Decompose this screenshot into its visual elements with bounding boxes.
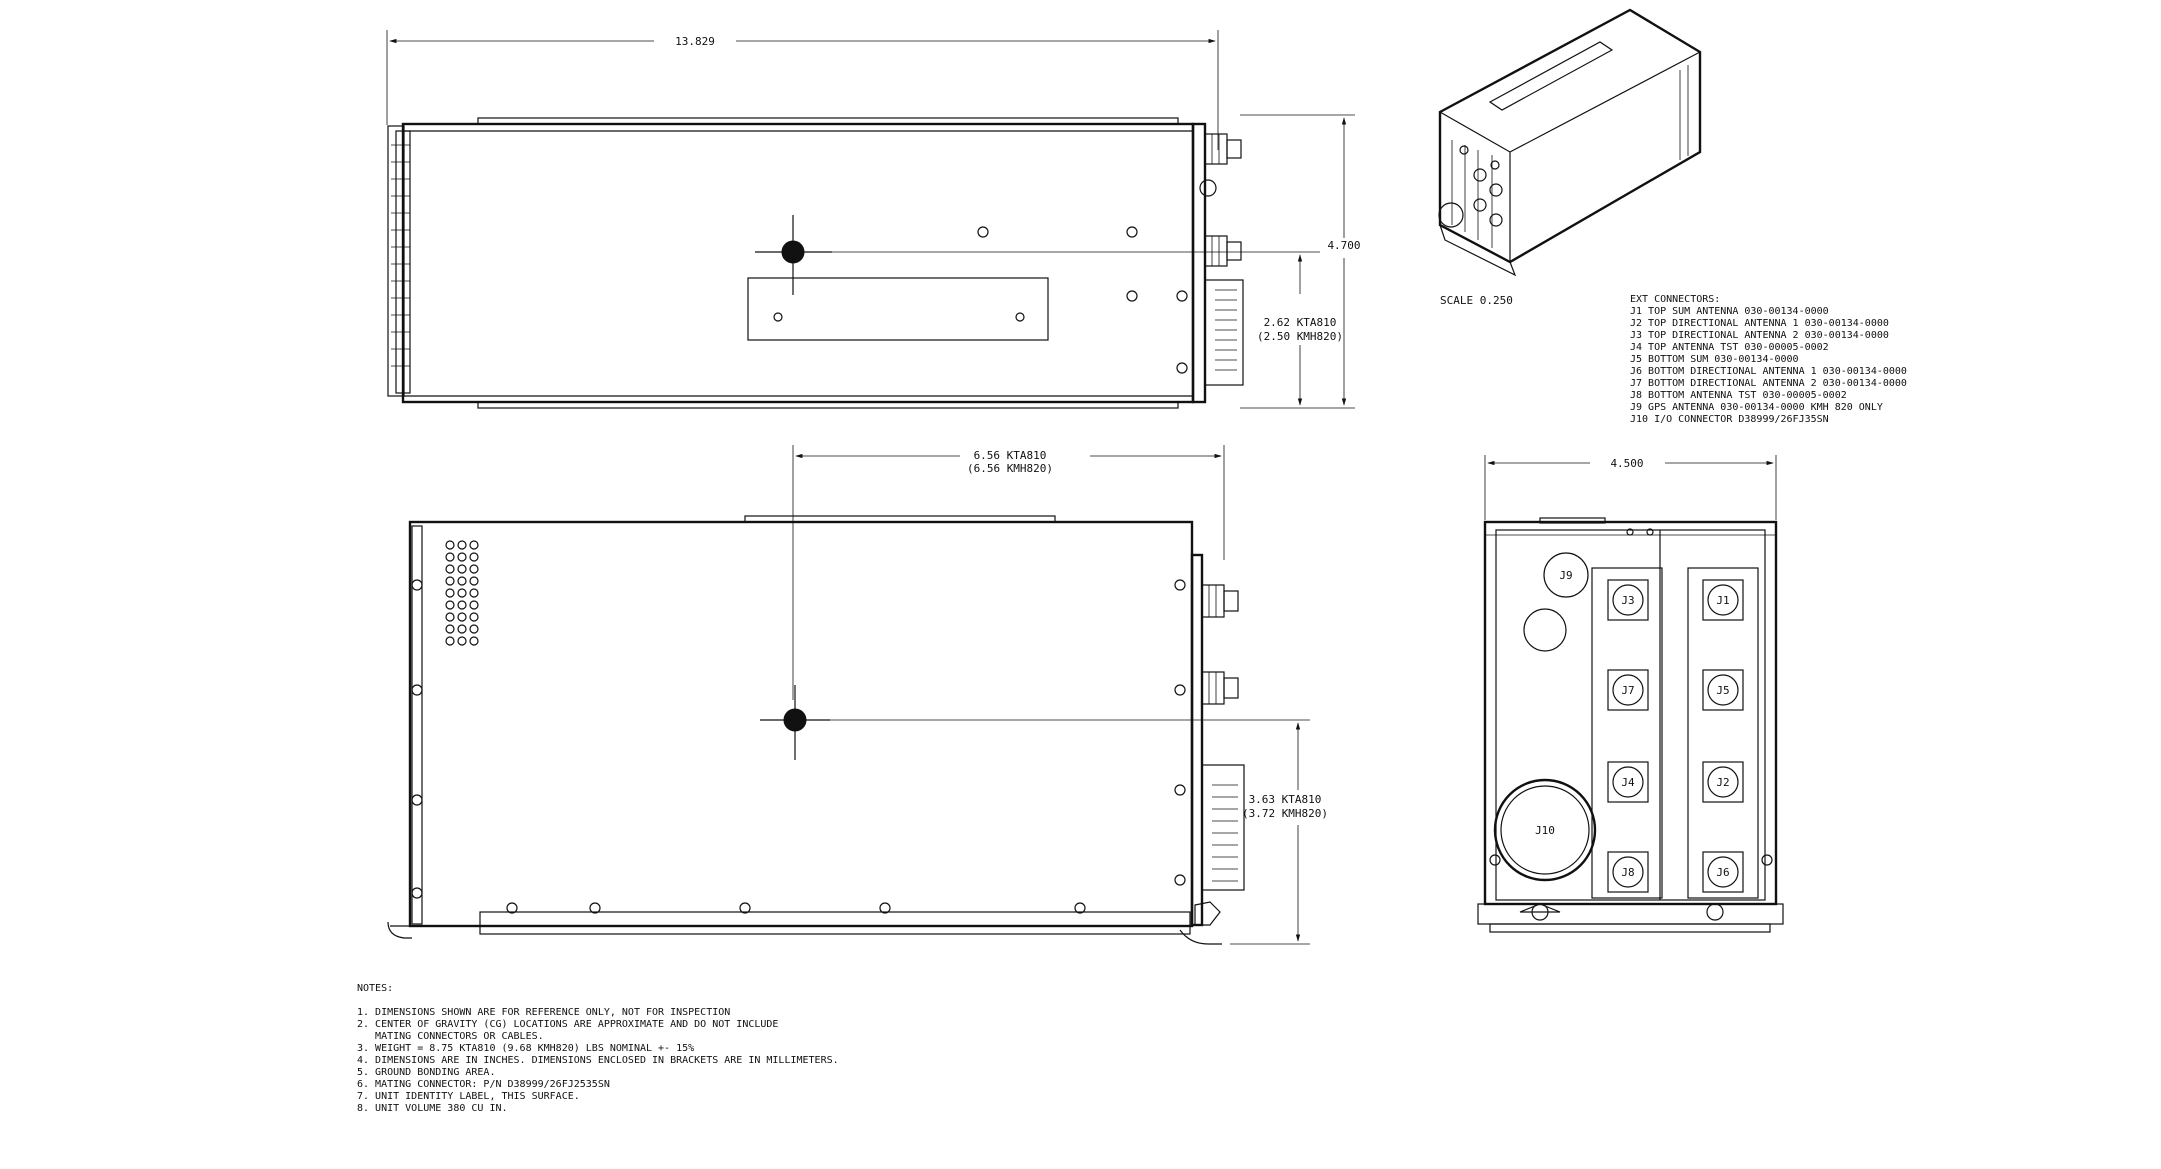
side-view-connector — [1201, 671, 1239, 705]
front-label-j7: J7 — [1621, 684, 1634, 697]
connector-item: J9 GPS ANTENNA 030-00134-0000 KMH 820 ON… — [1630, 402, 1883, 413]
notes-heading: NOTES: — [357, 983, 393, 994]
note-item: 7. UNIT IDENTITY LABEL, THIS SURFACE. — [357, 1091, 580, 1102]
cg-marker-top — [755, 215, 832, 295]
front-label-j8: J8 — [1621, 866, 1634, 879]
note-item: 1. DIMENSIONS SHOWN ARE FOR REFERENCE ON… — [357, 1007, 730, 1018]
j4-connector: J4 — [1607, 761, 1649, 803]
cg-marker-side — [760, 685, 830, 760]
j8-connector: J8 — [1607, 851, 1649, 893]
connector-item: J7 BOTTOM DIRECTIONAL ANTENNA 2 030-0013… — [1630, 378, 1907, 389]
dim-cg-side-line1: 6.56 KTA810 — [974, 449, 1047, 462]
j7-connector: J7 — [1607, 669, 1649, 711]
dim-cg-top-line1: 2.62 KTA810 — [1264, 316, 1337, 329]
side-view: 6.56 KTA810 (6.56 KMH820) — [387, 445, 1328, 945]
connector-item: J4 TOP ANTENNA TST 030-00005-0002 — [1630, 342, 1829, 353]
connector-item: J5 BOTTOM SUM 030-00134-0000 — [1630, 354, 1799, 365]
top-view-io-connector — [1204, 279, 1244, 386]
connector-item: J1 TOP SUM ANTENNA 030-00134-0000 — [1630, 306, 1829, 317]
connector-item: J8 BOTTOM ANTENNA TST 030-00005-0002 — [1630, 390, 1847, 401]
note-item: MATING CONNECTORS OR CABLES. — [357, 1031, 544, 1042]
front-label-j6: J6 — [1716, 866, 1729, 879]
front-label-j4: J4 — [1621, 776, 1635, 789]
connector-item: J3 TOP DIRECTIONAL ANTENNA 2 030-00134-0… — [1630, 330, 1889, 341]
scale-label: SCALE 0.250 — [1440, 294, 1513, 307]
side-view-connector — [1201, 584, 1239, 618]
isometric-view — [1438, 8, 1702, 277]
j1-connector: J1 — [1702, 579, 1744, 621]
j5-connector: J5 — [1702, 669, 1744, 711]
dim-front-width: 4.500 — [1610, 457, 1643, 470]
note-item: 2. CENTER OF GRAVITY (CG) LOCATIONS ARE … — [357, 1019, 778, 1030]
j9-connector — [1543, 552, 1589, 598]
dim-cg-lower-line2: (3.72 KMH820) — [1242, 807, 1328, 820]
note-item: 8. UNIT VOLUME 380 CU IN. — [357, 1103, 508, 1114]
front-view: 4.500 J9 J3 J1 — [1477, 455, 1784, 933]
connector-list-heading: EXT CONNECTORS: — [1630, 294, 1720, 305]
side-view-io-connector — [1201, 764, 1245, 891]
front-label-j2: J2 — [1716, 776, 1729, 789]
dim-cg-lower-line1: 3.63 KTA810 — [1249, 793, 1322, 806]
j10-connector: J10 — [1493, 778, 1597, 882]
front-label-j10: J10 — [1535, 824, 1555, 837]
note-item: 3. WEIGHT = 8.75 KTA810 (9.68 KMH820) LB… — [357, 1043, 694, 1054]
dim-cg-side-line2: (6.56 KMH820) — [967, 462, 1053, 475]
note-item: 6. MATING CONNECTOR: P/N D38999/26FJ2535… — [357, 1079, 610, 1090]
j2-connector: J2 — [1702, 761, 1744, 803]
front-label-j5: J5 — [1716, 684, 1729, 697]
front-label-j1: J1 — [1716, 594, 1729, 607]
dim-height: 4.700 — [1327, 239, 1360, 252]
j3-connector: J3 — [1607, 579, 1649, 621]
top-view-connector — [1204, 133, 1242, 165]
front-label-j9: J9 — [1559, 569, 1572, 582]
connector-item: J6 BOTTOM DIRECTIONAL ANTENNA 1 030-0013… — [1630, 366, 1907, 377]
connector-item: J10 I/O CONNECTOR D38999/26FJ35SN — [1630, 414, 1829, 425]
top-view: 13.829 — [386, 30, 1361, 409]
connector-item: J2 TOP DIRECTIONAL ANTENNA 1 030-00134-0… — [1630, 318, 1889, 329]
note-item: 5. GROUND BONDING AREA. — [357, 1067, 495, 1078]
notes-block: NOTES: 1. DIMENSIONS SHOWN ARE FOR REFER… — [357, 983, 839, 1114]
vent-holes — [445, 540, 479, 646]
note-item: 4. DIMENSIONS ARE IN INCHES. DIMENSIONS … — [357, 1055, 839, 1066]
dim-overall-length: 13.829 — [675, 35, 715, 48]
connector-list: EXT CONNECTORS: J1 TOP SUM ANTENNA 030-0… — [1630, 294, 1907, 425]
front-label-j3: J3 — [1621, 594, 1634, 607]
j6-connector: J6 — [1702, 851, 1744, 893]
top-view-connector — [1204, 235, 1242, 267]
dim-cg-top-line2: (2.50 KMH820) — [1257, 330, 1343, 343]
cooling-fins — [391, 144, 410, 367]
identity-label-plate — [747, 277, 1049, 341]
